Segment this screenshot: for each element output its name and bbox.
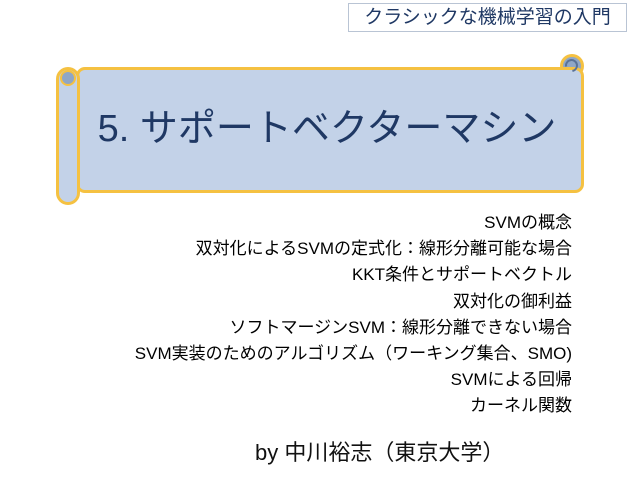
slide-title-text: 5. サポートベクターマシン [97,108,557,151]
author-byline: by 中川裕志（東京大学） [255,440,640,466]
scroll-roll-left-curl-icon [60,70,76,86]
course-label-box: クラシックな機械学習の入門 [348,3,627,32]
list-item: カーネル関数 [470,396,572,416]
author-byline-text: by 中川裕志（東京大学） [255,440,505,465]
list-item: ソフトマージンSVM：線形分離できない場合 [229,317,573,337]
list-item: 双対化によるSVMの定式化：線形分離可能な場合 [195,239,572,259]
course-label-text: クラシックな機械学習の入門 [364,7,611,28]
scroll-body-panel [76,67,584,193]
list-item: SVMによる回帰 [450,370,572,390]
title-scroll-banner: 5. サポートベクターマシン [54,54,586,212]
scroll-roll-left-icon [56,67,80,205]
list-item: SVMの概念 [484,213,572,232]
list-item: 双対化の御利益 [453,291,572,311]
slide-title: 5. サポートベクターマシン [76,67,584,193]
list-item: KKT条件とサポートベクトル [351,265,572,285]
agenda-list: SVMの概念 双対化によるSVMの定式化：線形分離可能な場合 KKT条件とサポー… [72,210,572,420]
list-item: SVM実装のためのアルゴリズム（ワーキング集合、SMO) [134,344,572,364]
scroll-curl-disc-icon [60,70,76,86]
